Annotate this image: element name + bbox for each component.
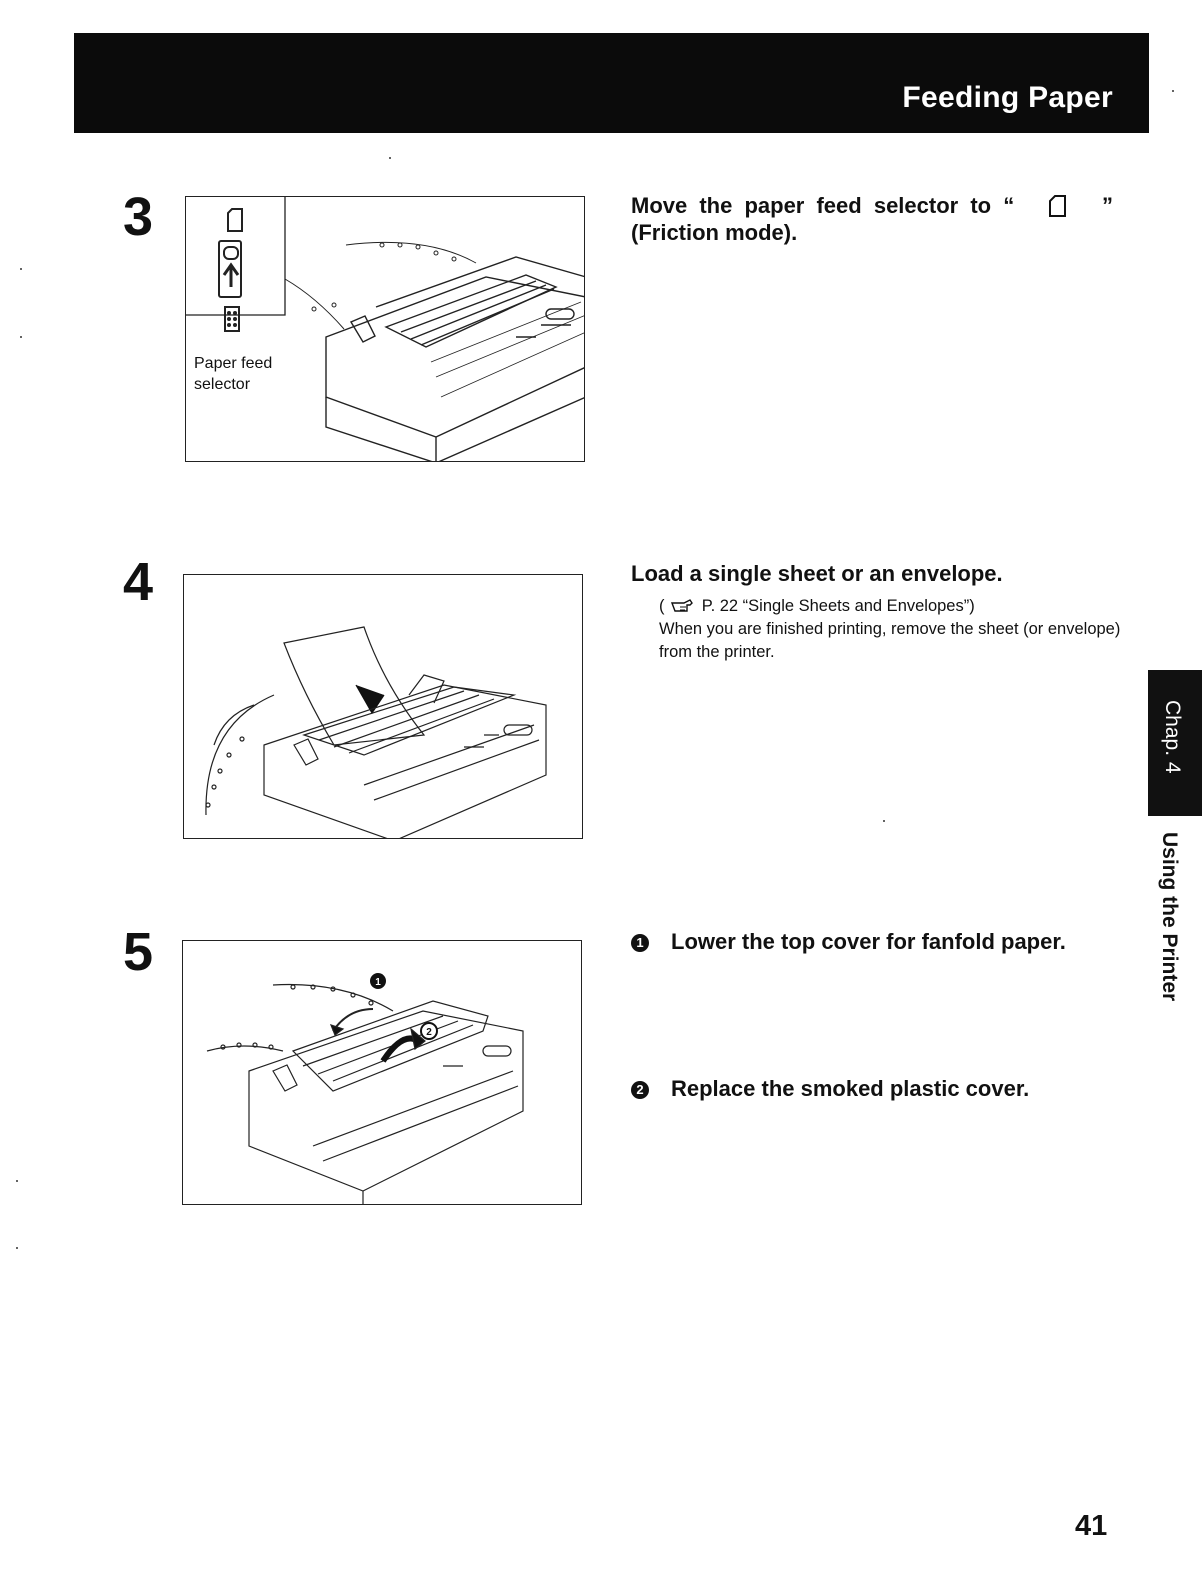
- figure-label-text: Paper feed selector: [194, 355, 273, 393]
- finish-note: When you are finished printing, remove t…: [659, 620, 1121, 661]
- step-4-notes: ( P. 22 “Single Sheets and Envelopes”) W…: [659, 595, 1129, 664]
- cover-illustration: 1 2: [206, 973, 524, 1204]
- step-number: 3: [123, 187, 154, 247]
- marker-2-icon: [420, 1022, 438, 1040]
- svg-text:1: 1: [375, 977, 381, 988]
- scan-speck: [389, 157, 391, 159]
- marker-2-icon: 2: [631, 1081, 649, 1099]
- instruction-text: Move the paper feed selector to “: [631, 193, 1015, 218]
- step-number: 4: [123, 552, 154, 612]
- marker-1-icon: [370, 973, 386, 989]
- section-label: Using the Printer: [1158, 832, 1181, 1002]
- instruction-mode-text: (Friction mode).: [631, 220, 798, 245]
- paper-feed-selector-label: Paper feed selector: [194, 353, 272, 395]
- reference-line: ( P. 22 “Single Sheets and Envelopes”): [659, 595, 1129, 618]
- scan-speck: [883, 820, 885, 822]
- friction-mode-icon: [1049, 194, 1067, 217]
- chapter-label: Chap. 4: [1161, 700, 1184, 774]
- step-5-substep-1: 1 Lower the top cover for fanfold paper.: [631, 928, 1066, 955]
- printer-friction-illustration: [186, 197, 584, 461]
- substep-text: Lower the top cover for fanfold paper.: [671, 929, 1066, 954]
- chapter-tab: Chap. 4: [1148, 670, 1202, 816]
- svg-text:2: 2: [426, 1027, 432, 1038]
- header-bar: Feeding Paper: [74, 33, 1149, 133]
- marker-1-icon: 1: [631, 934, 649, 952]
- page-number: 41: [1075, 1510, 1108, 1542]
- load-sheet-illustration: [205, 626, 547, 838]
- step-4-illustration: [183, 574, 583, 839]
- selector-icons: [218, 208, 243, 332]
- scan-speck: [1172, 90, 1174, 92]
- step-5-substep-2: 2 Replace the smoked plastic cover.: [631, 1075, 1029, 1102]
- step-3-illustration: Paper feed selector: [185, 196, 585, 462]
- page-title: Feeding Paper: [902, 81, 1113, 114]
- scan-speck: [20, 336, 22, 338]
- pointing-hand-icon: [671, 599, 693, 612]
- step-5-illustration: 1 2: [182, 940, 582, 1205]
- scan-speck: [20, 268, 22, 270]
- scan-speck: [16, 1247, 18, 1249]
- reference-open-paren: (: [659, 597, 665, 615]
- instruction-quote-close: ”: [1101, 193, 1113, 218]
- reference-text: P. 22 “Single Sheets and Envelopes”): [701, 597, 975, 615]
- step-4-instruction: Load a single sheet or an envelope.: [631, 561, 1003, 586]
- substep-text: Replace the smoked plastic cover.: [671, 1076, 1030, 1101]
- step-number: 5: [123, 922, 154, 982]
- step-3-instruction: Move the paper feed selector to “ ” (Fri…: [631, 192, 1121, 246]
- scan-speck: [16, 1180, 18, 1182]
